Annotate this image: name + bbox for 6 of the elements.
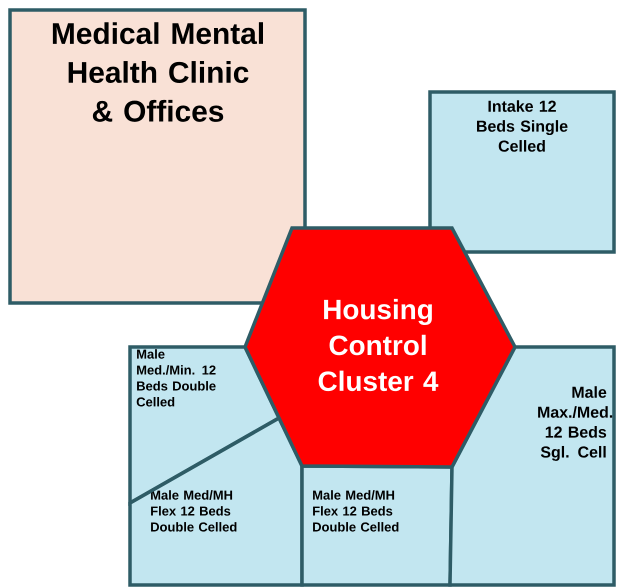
room-box: Medical Mental Health Clinic & Offices [8,8,307,305]
room-box: Intake 12 Beds Single Celled [428,90,616,254]
room-box: Male Med/MH Flex 12 Beds Double Celled [128,416,304,587]
room-box: Male Med/MH Flex 12 Beds Double Celled [300,464,454,587]
control-hexagon: Housing Control Cluster 4 [243,226,517,469]
node-label: Male Med/MH Flex 12 Beds Double Celled [313,490,398,532]
